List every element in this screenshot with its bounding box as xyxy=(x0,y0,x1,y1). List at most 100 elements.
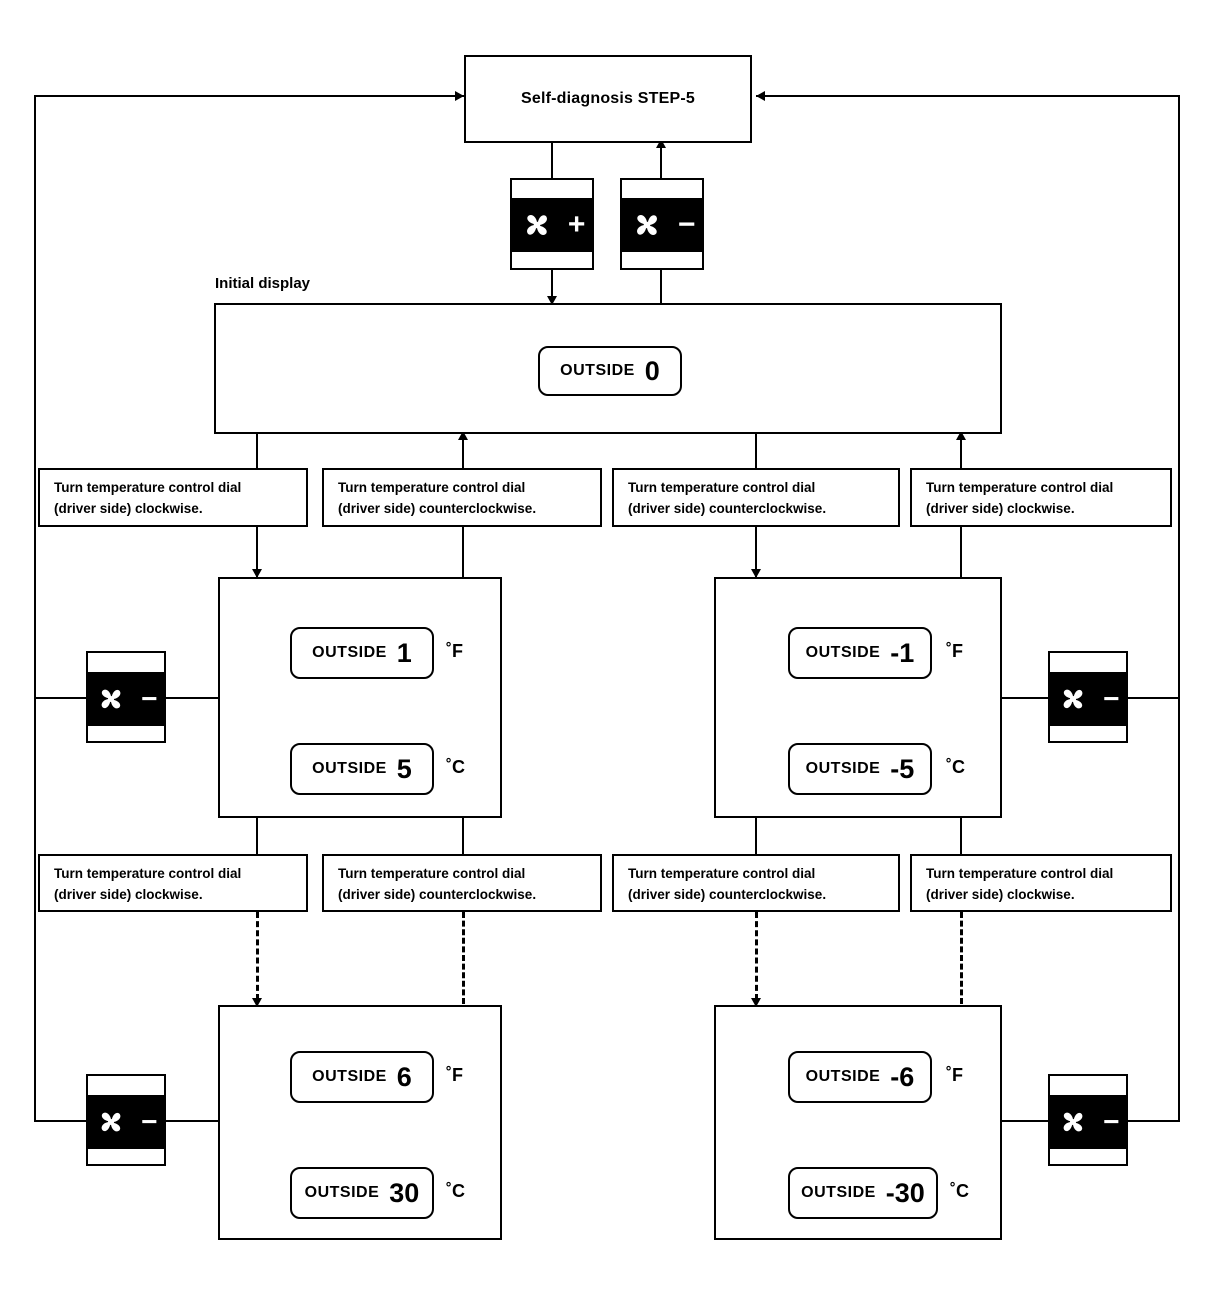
unit-fahrenheit: ˚F xyxy=(446,641,463,661)
lcd-value: -6 xyxy=(890,1061,915,1092)
lcd-label: OUTSIDE xyxy=(312,1068,387,1085)
minus-sign: − xyxy=(1103,1106,1120,1137)
connector-fanminus-to-top xyxy=(660,142,662,180)
lcd-value: 0 xyxy=(644,355,660,386)
minus-sign: − xyxy=(141,1106,158,1137)
minus-sign: − xyxy=(677,208,696,241)
instruction-box-7: Turn temperature control dial (driver si… xyxy=(612,854,900,912)
lcd-label: OUTSIDE xyxy=(805,1068,881,1085)
lcd-right-bot-c: OUTSIDE -30 xyxy=(788,1167,938,1219)
instruction-line-2: (driver side) clockwise. xyxy=(926,886,1075,902)
instruction-line-1: Turn temperature control dial xyxy=(54,480,242,495)
lcd-value: -1 xyxy=(890,637,915,668)
connector-botright-right-stub xyxy=(1002,1120,1048,1122)
instruction-box-4: Turn temperature control dial (driver si… xyxy=(910,468,1172,527)
unit-fahrenheit: ˚F xyxy=(446,1065,463,1085)
connector-instr2-to-initial xyxy=(462,434,464,468)
instruction-line-2: (driver side) clockwise. xyxy=(54,886,203,902)
connector-fanplus-to-initial xyxy=(551,268,553,304)
blower-down-button-bot-right[interactable]: − xyxy=(1048,1074,1128,1166)
fan-icon xyxy=(1063,1112,1083,1132)
lcd-initial: OUTSIDE 0 xyxy=(538,346,682,396)
instruction-line-1: Turn temperature control dial xyxy=(926,480,1114,495)
instruction-box-1: Turn temperature control dial (driver si… xyxy=(38,468,308,527)
connector-fanminus-to-midleft xyxy=(166,697,218,699)
connector-midright-to-instr7 xyxy=(755,818,757,854)
blower-down-button[interactable]: − xyxy=(620,178,704,270)
middle-left-display-box: OUTSIDE 1 ˚F OUTSIDE 5 ˚C xyxy=(218,577,502,818)
lcd-label: OUTSIDE xyxy=(304,1184,380,1201)
lcd-value: 1 xyxy=(396,637,412,668)
connector-initial-to-instr1 xyxy=(256,434,258,468)
connector-top-to-fanplus xyxy=(551,142,553,180)
instruction-line-1: Turn temperature control dial xyxy=(628,866,816,881)
connector-dashed-instr5-to-botleft xyxy=(256,912,259,1000)
blower-icon-strip: − xyxy=(1050,1095,1126,1149)
connector-fanminus-to-botleft xyxy=(166,1120,218,1122)
unit-fahrenheit: ˚F xyxy=(946,1065,963,1085)
unit-celsius: ˚C xyxy=(446,757,465,777)
instruction-line-1: Turn temperature control dial xyxy=(628,480,816,495)
minus-sign: − xyxy=(1103,683,1120,714)
arrowhead-into-top-left xyxy=(455,91,464,101)
blower-icon-strip: − xyxy=(88,1095,164,1149)
arrowhead-into-botright-top xyxy=(751,998,761,1007)
lcd-value: 6 xyxy=(396,1061,412,1092)
unit-celsius: ˚C xyxy=(950,1181,969,1201)
connector-instr8-to-midright xyxy=(960,818,962,854)
unit-fahrenheit: ˚F xyxy=(946,641,963,661)
lcd-label: OUTSIDE xyxy=(805,760,881,777)
connector-initial-to-instr3 xyxy=(755,434,757,468)
lcd-label: OUTSIDE xyxy=(312,760,387,777)
blower-up-button[interactable]: + xyxy=(510,178,594,270)
instruction-line-2: (driver side) clockwise. xyxy=(926,500,1075,516)
initial-display-box: OUTSIDE 0 xyxy=(214,303,1002,434)
connector-right-to-top xyxy=(756,95,1180,97)
arrowhead-into-top-box xyxy=(656,139,666,148)
blower-down-button-bot-left[interactable]: − xyxy=(86,1074,166,1166)
arrowhead-into-botleft-top xyxy=(252,998,262,1007)
blower-down-icon-strip: − xyxy=(622,198,702,252)
lcd-left-bot-f: OUTSIDE 6 xyxy=(290,1051,434,1103)
lcd-left-mid-c: OUTSIDE 5 xyxy=(290,743,434,795)
lcd-label: OUTSIDE xyxy=(312,644,387,661)
connector-left-bus xyxy=(34,95,36,1122)
instruction-line-1: Turn temperature control dial xyxy=(338,480,526,495)
minus-sign: − xyxy=(141,683,158,714)
lcd-label: OUTSIDE xyxy=(801,1184,876,1201)
self-diagnosis-step-box: Self-diagnosis STEP-5 xyxy=(464,55,752,143)
instruction-box-6: Turn temperature control dial (driver si… xyxy=(322,854,602,912)
connector-dashed-instr7-to-botright xyxy=(755,912,758,1000)
lcd-label: OUTSIDE xyxy=(805,644,881,661)
instruction-line-2: (driver side) counterclockwise. xyxy=(338,500,537,516)
fan-icon xyxy=(101,1112,121,1132)
bottom-left-display-box: OUTSIDE 6 ˚F OUTSIDE 30 ˚C xyxy=(218,1005,502,1240)
lcd-value: 5 xyxy=(396,753,412,784)
connector-fanminus-bot-to-rightbus xyxy=(1128,1120,1180,1122)
lcd-label: OUTSIDE xyxy=(560,362,635,379)
blower-icon-strip: − xyxy=(1050,672,1126,726)
lcd-value: -5 xyxy=(890,753,915,784)
blower-up-icon-strip: + xyxy=(512,198,592,252)
blower-down-button-mid-left[interactable]: − xyxy=(86,651,166,743)
connector-instr4-to-initial xyxy=(960,434,962,468)
fan-icon xyxy=(1063,689,1083,709)
fan-icon xyxy=(101,689,121,709)
connector-fanminus-to-rightbus xyxy=(1128,697,1180,699)
instruction-line-2: (driver side) counterclockwise. xyxy=(628,500,827,516)
fan-icon xyxy=(526,215,547,235)
instruction-line-1: Turn temperature control dial xyxy=(54,866,242,881)
connector-instr3-to-midright xyxy=(755,527,757,577)
connector-midright-to-instr4 xyxy=(960,527,962,579)
instruction-line-2: (driver side) counterclockwise. xyxy=(628,886,827,902)
connector-dashed-botleft-to-instr6 xyxy=(462,912,465,1004)
connector-midleft-to-instr5 xyxy=(256,818,258,854)
connector-left-to-top xyxy=(34,95,464,97)
arrowhead-into-initial-display xyxy=(547,296,557,305)
lcd-value: 30 xyxy=(389,1177,420,1208)
lcd-value: -30 xyxy=(885,1177,925,1208)
blower-down-button-mid-right[interactable]: − xyxy=(1048,651,1128,743)
lcd-left-mid-f: OUTSIDE 1 xyxy=(290,627,434,679)
instruction-line-1: Turn temperature control dial xyxy=(926,866,1114,881)
